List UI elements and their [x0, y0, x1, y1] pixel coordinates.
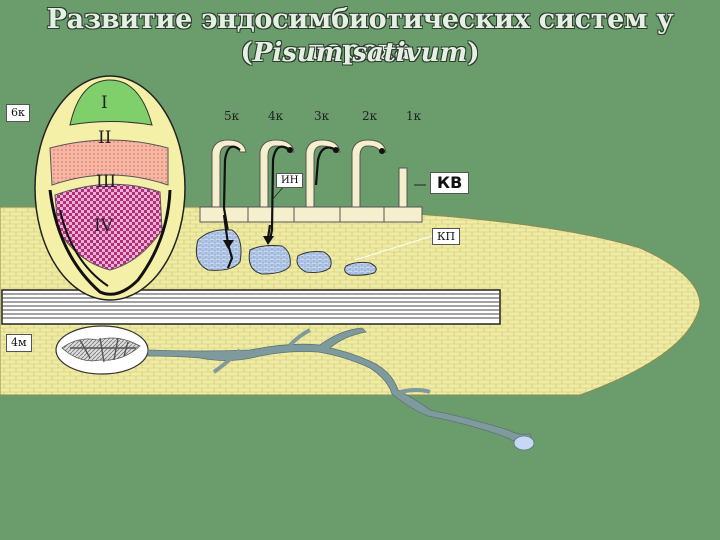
infected-cell-4k — [248, 245, 291, 275]
zone-I — [69, 79, 153, 126]
label-2k: 2к — [362, 109, 378, 123]
zone-label-III: III — [96, 172, 117, 192]
zone-label-I: I — [101, 93, 108, 113]
label-5k: 5к — [224, 109, 240, 123]
infection-thread-network — [147, 327, 533, 443]
root-hair-3k — [293, 139, 345, 223]
zone-III — [49, 139, 169, 186]
label-kp: КП — [432, 228, 461, 245]
infected-cell-3k — [296, 251, 332, 273]
label-4m: 4м — [6, 334, 32, 352]
zone-label-IV: IV — [94, 216, 113, 236]
label-1k: 1к — [406, 109, 422, 123]
structure-4m — [55, 325, 149, 375]
label-3k: 3к — [314, 109, 330, 123]
root-hair-5k — [199, 139, 251, 267]
root-hair-4k — [247, 139, 299, 241]
infected-cell-5k — [195, 229, 242, 271]
root-hair-2k — [339, 139, 391, 223]
root-hair-1k — [383, 167, 426, 223]
vascular-cylinder — [1, 289, 501, 325]
infected-cell-2k — [344, 261, 377, 276]
nodule — [34, 75, 186, 301]
title-line-2: (Pisum sativum) — [240, 38, 480, 68]
zone-label-II: II — [98, 128, 112, 148]
zone-IV — [54, 183, 163, 271]
species-name: Pisum sativum — [252, 38, 468, 68]
label-6k: 6к — [6, 104, 30, 122]
label-4k: 4к — [268, 109, 284, 123]
title-line-1: Развитие эндосимбиотических систем у гор… — [46, 4, 674, 66]
label-kv: КВ — [430, 172, 470, 194]
label-in: ИН — [276, 173, 304, 188]
